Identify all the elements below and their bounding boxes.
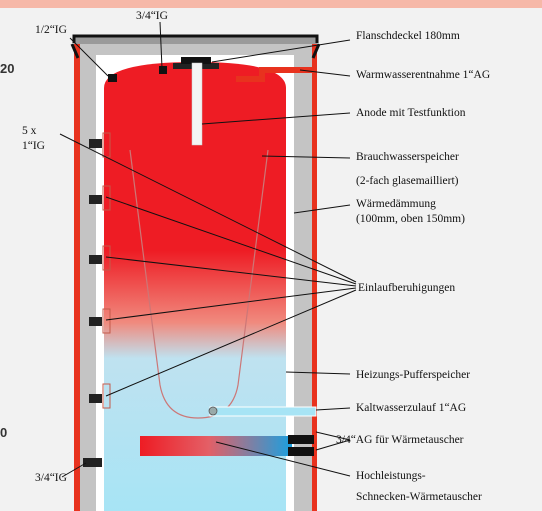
hot-outlet-pipe bbox=[236, 67, 316, 82]
label-dhw-tank: Brauchwasserspeicher bbox=[356, 151, 459, 163]
label-inlet-dampers: Einlaufberuhigungen bbox=[358, 282, 456, 294]
leader-lines bbox=[59, 21, 357, 478]
label-dhw-tank-note: (2-fach glasemailliert) bbox=[356, 175, 459, 187]
label-buffer-tank: Heizungs-Pufferspeicher bbox=[356, 369, 471, 381]
heat-exchanger-coil bbox=[140, 436, 292, 456]
edge-number-bottom: 0 bbox=[0, 425, 8, 440]
top-accent-bar bbox=[0, 0, 542, 8]
label-insulation: Wärmedämmung bbox=[356, 198, 436, 210]
water-volume bbox=[104, 62, 286, 511]
insulation-top bbox=[74, 36, 317, 44]
top-port-half-inch bbox=[108, 74, 117, 82]
top-port-three-quarter bbox=[159, 66, 167, 74]
cold-inlet-pipe bbox=[209, 406, 317, 417]
label-ports-count: 5 x bbox=[22, 125, 37, 137]
frame-top bbox=[72, 34, 319, 43]
label-insulation-note: (100mm, oben 150mm) bbox=[356, 213, 465, 225]
label-port-three-quarter-top: 3/4“IG bbox=[136, 10, 168, 22]
label-flange-cover: Flanschdeckel 180mm bbox=[356, 30, 460, 42]
edge-number-top: 20 bbox=[0, 61, 15, 76]
coil-connection-upper bbox=[288, 435, 314, 444]
side-inlet-ports bbox=[83, 139, 102, 467]
label-port-three-quarter-bottom: 3/4“IG bbox=[35, 472, 67, 484]
bracket-left bbox=[70, 43, 80, 59]
label-port-half-inch: 1/2“IG bbox=[35, 24, 67, 36]
bracket-right bbox=[311, 43, 321, 59]
label-ports-size: 1“IG bbox=[22, 140, 45, 152]
coil-connection-lower bbox=[288, 447, 314, 456]
label-anode: Anode mit Testfunktion bbox=[356, 107, 466, 119]
label-heat-exchanger-connection: 3/4“AG für Wärmetauscher bbox=[336, 434, 464, 446]
anode-rod bbox=[191, 62, 203, 146]
label-cold-water-inlet: Kaltwasserzulauf 1“AG bbox=[356, 402, 467, 414]
label-coil-line1: Hochleistungs- bbox=[356, 470, 426, 482]
inner-dhw-tank bbox=[129, 149, 269, 419]
label-coil-line2: Schnecken-Wärmetauscher bbox=[356, 491, 482, 503]
label-hot-water-outlet: Warmwasserentnahme 1“AG bbox=[356, 69, 491, 81]
